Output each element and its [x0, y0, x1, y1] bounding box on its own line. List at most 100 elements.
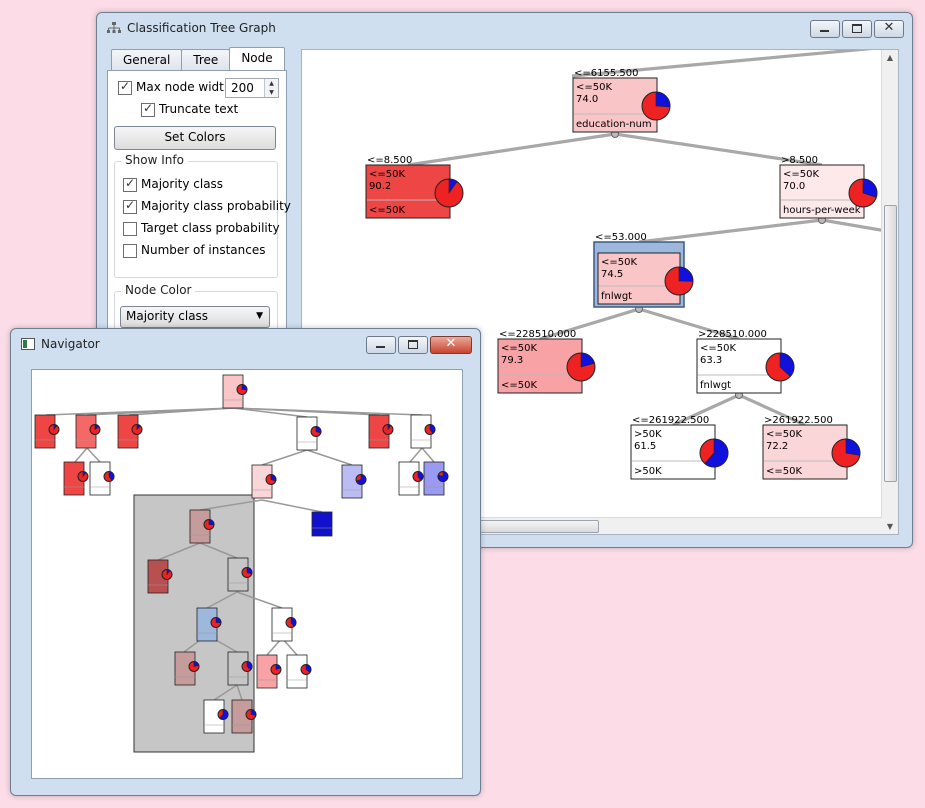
minimap-node [222, 374, 248, 409]
horizontal-scroll-thumb[interactable] [477, 520, 599, 533]
majority-class-text: <=50K [369, 169, 405, 180]
edge-condition-label: >8.500 [781, 155, 818, 166]
class-distribution-pie [89, 424, 101, 435]
node-footer-text: fnlwgt [700, 380, 731, 391]
max-node-width-checkbox[interactable]: ✓ [118, 79, 132, 95]
class-distribution-pie [203, 519, 215, 530]
tab-node[interactable]: Node [229, 47, 285, 70]
truncate-text-checkbox[interactable]: ✓ [141, 101, 155, 117]
vertical-scrollbar[interactable]: ▲ ▼ [881, 50, 898, 534]
edge-condition-label: <=6155.500 [574, 68, 638, 79]
minimap-node [75, 414, 101, 449]
minimap-node [117, 414, 143, 449]
minimap-edge [261, 499, 323, 513]
navigator-canvas[interactable] [31, 369, 463, 779]
checkmark-icon: ✓ [120, 79, 131, 93]
majority-class-label: Majority class [141, 177, 224, 191]
node-color-select[interactable]: Majority class probability ▼ [120, 306, 270, 342]
number-of-instances-label: Number of instances [141, 243, 266, 257]
minimap-edge [261, 449, 308, 466]
navigator-title-bar[interactable]: Navigator ✕ [11, 329, 480, 359]
minimap-edge [74, 447, 88, 463]
tree-edge [638, 218, 823, 244]
class-distribution-pie [382, 424, 394, 435]
navigator-close-button[interactable]: ✕ [430, 336, 472, 354]
vertical-scroll-thumb[interactable] [884, 205, 897, 482]
majority-probability-text: 63.3 [700, 355, 722, 366]
spin-arrows-icon[interactable]: ▲▼ [264, 79, 278, 97]
navigator-minimap [34, 374, 449, 753]
maximize-icon [852, 24, 862, 33]
maximize-icon [408, 340, 418, 349]
settings-panel: General Tree Node ✓ Max node width: 200 … [107, 47, 291, 372]
minimap-node [174, 651, 200, 686]
majority-probability-text: 72.2 [766, 441, 788, 452]
close-button[interactable]: ✕ [874, 20, 904, 38]
class-distribution-pie [412, 471, 424, 482]
navigator-maximize-button[interactable] [398, 336, 428, 354]
majority-class-checkbox[interactable]: ✓ [123, 176, 137, 192]
node-footer-text: hours-per-week [783, 205, 861, 216]
minimize-icon [376, 346, 385, 348]
edge-condition-label: <=228510.000 [499, 329, 576, 340]
tree-edge [672, 393, 740, 427]
scroll-up-icon[interactable]: ▲ [886, 53, 894, 62]
scroll-down-icon[interactable]: ▼ [886, 522, 894, 531]
class-distribution-pie [265, 474, 277, 485]
class-distribution-pie [424, 424, 436, 435]
class-distribution-pie [161, 569, 173, 580]
class-distribution-pie [285, 617, 297, 628]
class-distribution-pie [236, 384, 248, 395]
edge-condition-label: >261922.500 [764, 415, 833, 426]
window-title: Classification Tree Graph [127, 21, 276, 35]
set-colors-button[interactable]: Set Colors [114, 126, 276, 150]
tab-tree[interactable]: Tree [181, 49, 231, 70]
node-footer-text: fnlwgt [601, 291, 632, 302]
minimap-node [271, 607, 297, 642]
class-distribution-pie [434, 178, 464, 208]
target-class-probability-checkbox[interactable] [123, 222, 137, 236]
minimap-edge [236, 591, 283, 609]
maximize-button[interactable] [842, 20, 872, 38]
tree-edge [821, 218, 882, 232]
title-bar[interactable]: Classification Tree Graph ✕ [97, 13, 912, 43]
minimap-node [398, 461, 424, 496]
class-distribution-pie [831, 438, 861, 468]
class-distribution-pie [48, 424, 60, 435]
class-distribution-pie [131, 424, 143, 435]
minimap-node [227, 651, 253, 686]
node-tab-page: ✓ Max node width: 200 ▲▼ ✓ Truncate text… [107, 70, 291, 372]
majority-class-text: <=50K [501, 343, 537, 354]
minimap-edges [45, 407, 435, 701]
max-node-width-spinbox[interactable]: 200 ▲▼ [225, 78, 279, 98]
max-node-width-value: 200 [231, 81, 254, 95]
navigator-minimize-button[interactable] [366, 336, 396, 354]
minimap-node [34, 414, 60, 449]
minimap-node [251, 464, 277, 499]
minimap-edge [128, 407, 234, 416]
class-distribution-pie [437, 471, 449, 482]
class-distribution-pie [641, 91, 671, 121]
majority-class-probability-checkbox[interactable]: ✓ [123, 198, 137, 214]
tab-general[interactable]: General [111, 49, 183, 70]
classification-tree-window: Classification Tree Graph ✕ General Tree… [96, 12, 913, 548]
show-info-title: Show Info [121, 153, 188, 167]
number-of-instances-checkbox[interactable] [123, 244, 137, 258]
minimap-node [296, 416, 322, 451]
minimap-node [368, 414, 394, 449]
minimize-button[interactable] [810, 20, 840, 38]
edge-condition-label: <=8.500 [367, 155, 412, 166]
navigator-window: Navigator ✕ [10, 328, 481, 796]
majority-class-text: <=50K [601, 257, 637, 268]
minimap-node [311, 511, 333, 537]
